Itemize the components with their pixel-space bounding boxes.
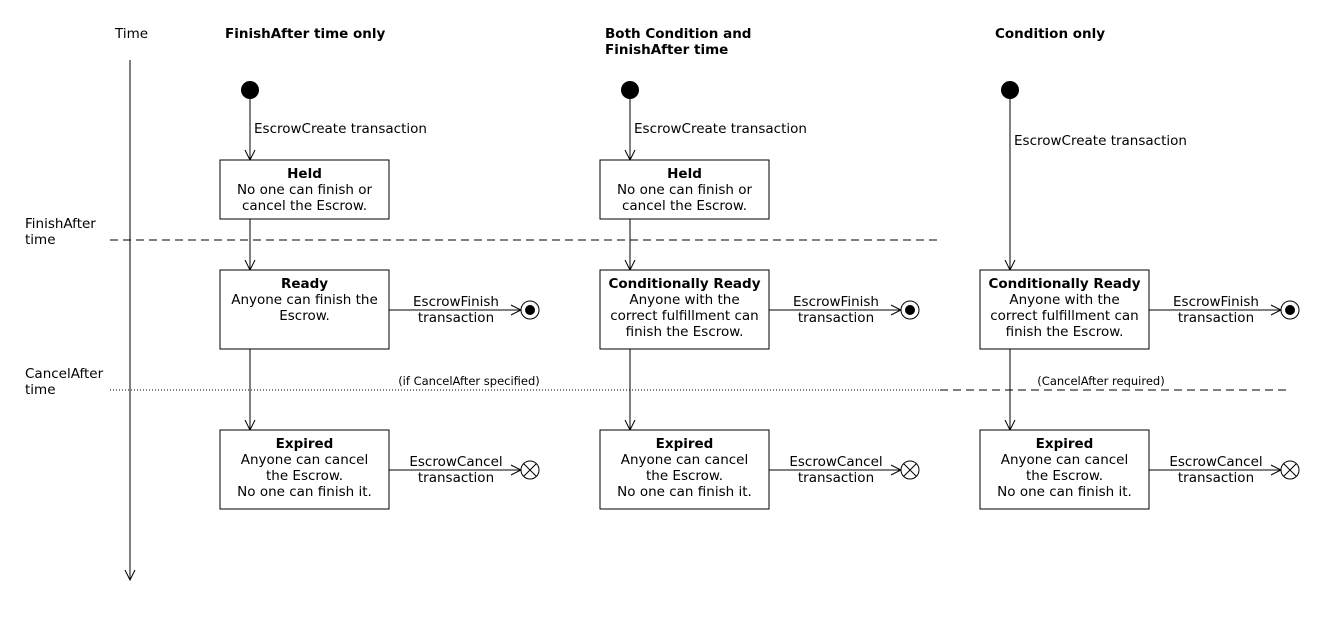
ready-line-3: finish the Escrow. (1006, 324, 1124, 340)
expired-state: Expired Anyone can cancel the Escrow. No… (219, 429, 390, 510)
time-axis-label: Time (114, 26, 148, 42)
ready-line-1: Anyone can finish the (231, 292, 378, 308)
conditionally-ready-state: Conditionally Ready Anyone with the corr… (599, 269, 770, 350)
expired-title: Expired (276, 436, 334, 452)
finish-transaction-label-line-2: transaction (418, 310, 494, 326)
conditionally-ready-state: Conditionally Ready Anyone with the corr… (979, 269, 1150, 350)
ready-line-2: correct fulfillment can (990, 308, 1138, 324)
cancel-transaction-label-line-1: EscrowCancel (789, 454, 882, 470)
ready-line-1: Anyone with the (629, 292, 739, 308)
finish-transaction-label-line-1: EscrowFinish (1173, 294, 1259, 310)
column-title: Condition only (995, 26, 1105, 42)
expired-title: Expired (1036, 436, 1094, 452)
cancelafter-time-label-line-2: time (25, 382, 56, 398)
finish-transaction-label-line-2: transaction (798, 310, 874, 326)
ready-state: Ready Anyone can finish the Escrow. (219, 269, 390, 350)
cancel-transaction-label-line-2: transaction (798, 470, 874, 486)
final-state-icon (520, 300, 540, 320)
create-transaction-label: EscrowCreate transaction (254, 121, 427, 137)
held-line-2: cancel the Escrow. (622, 198, 747, 214)
ready-line-1: Anyone with the (1009, 292, 1119, 308)
finish-transaction-label-line-2: transaction (1178, 310, 1254, 326)
final-state-icon (900, 300, 920, 320)
cancelafter-optional-note: (if CancelAfter specified) (398, 374, 540, 388)
held-title: Held (667, 166, 702, 182)
held-line-1: No one can finish or (237, 182, 373, 198)
time-axis: Time FinishAfter time CancelAfter time (25, 26, 148, 580)
expired-line-3: No one can finish it. (237, 484, 372, 500)
cancel-transaction-label-line-1: EscrowCancel (409, 454, 502, 470)
initial-state-icon (621, 81, 639, 99)
column-title-line-2: FinishAfter time (605, 42, 728, 58)
finishafter-time-label-line-1: FinishAfter (25, 216, 96, 232)
held-title: Held (287, 166, 322, 182)
cancel-transaction-label-line-2: transaction (418, 470, 494, 486)
expired-line-2: the Escrow. (646, 468, 723, 484)
ready-line-2: Escrow. (279, 308, 330, 324)
expired-line-1: Anyone can cancel (1001, 452, 1128, 468)
expired-line-1: Anyone can cancel (621, 452, 748, 468)
cancelafter-time-label-line-1: CancelAfter (25, 366, 104, 382)
ready-title: Conditionally Ready (988, 276, 1140, 292)
finish-transaction-label-line-1: EscrowFinish (413, 294, 499, 310)
initial-state-icon (241, 81, 259, 99)
held-state: Held No one can finish or cancel the Esc… (219, 159, 390, 220)
column-condition-and-finishafter: Both Condition and FinishAfter time Escr… (599, 26, 920, 510)
expired-title: Expired (656, 436, 714, 452)
held-state: Held No one can finish or cancel the Esc… (599, 159, 770, 220)
expired-state: Expired Anyone can cancel the Escrow. No… (979, 429, 1150, 510)
cancel-transaction-label-line-2: transaction (1178, 470, 1254, 486)
terminated-state-icon (900, 460, 920, 480)
finish-transaction-label-line-1: EscrowFinish (793, 294, 879, 310)
expired-line-1: Anyone can cancel (241, 452, 368, 468)
terminated-state-icon (1280, 460, 1300, 480)
expired-line-3: No one can finish it. (997, 484, 1132, 500)
expired-line-2: the Escrow. (266, 468, 343, 484)
column-condition-only: Condition only EscrowCreate transaction … (979, 26, 1300, 510)
ready-line-3: finish the Escrow. (626, 324, 744, 340)
finishafter-time-label-line-2: time (25, 232, 56, 248)
held-line-2: cancel the Escrow. (242, 198, 367, 214)
column-title: FinishAfter time only (225, 26, 386, 42)
ready-line-2: correct fulfillment can (610, 308, 758, 324)
ready-title: Ready (281, 276, 328, 292)
final-state-icon (1280, 300, 1300, 320)
expired-line-3: No one can finish it. (617, 484, 752, 500)
column-title-line-1: Both Condition and (605, 26, 751, 42)
ready-title: Conditionally Ready (608, 276, 760, 292)
initial-state-icon (1001, 81, 1019, 99)
column-finishafter-only: FinishAfter time only EscrowCreate trans… (219, 26, 540, 510)
expired-line-2: the Escrow. (1026, 468, 1103, 484)
cancelafter-required-note: (CancelAfter required) (1037, 374, 1164, 388)
create-transaction-label: EscrowCreate transaction (634, 121, 807, 137)
cancel-transaction-label-line-1: EscrowCancel (1169, 454, 1262, 470)
terminated-state-icon (520, 460, 540, 480)
create-transaction-label: EscrowCreate transaction (1014, 133, 1187, 149)
expired-state: Expired Anyone can cancel the Escrow. No… (599, 429, 770, 510)
held-line-1: No one can finish or (617, 182, 753, 198)
